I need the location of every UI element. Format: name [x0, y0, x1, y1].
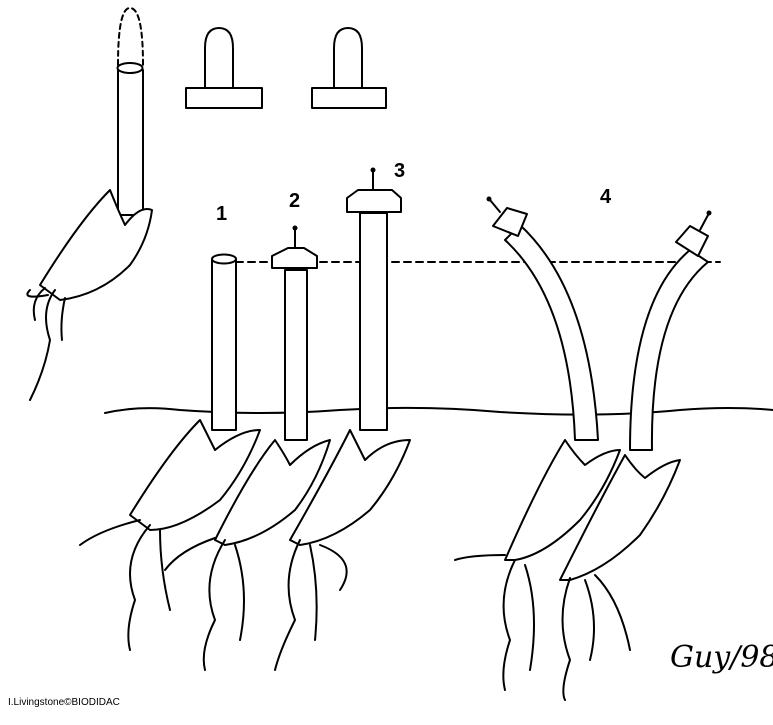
label-3: 3 — [394, 160, 406, 182]
artist-signature: Guy/98 — [670, 640, 773, 675]
seedling-2 — [164, 225, 331, 671]
seedling-1 — [79, 253, 261, 651]
credit-line: I.Livingstone©BIODIDAC — [8, 697, 120, 708]
seedling-3 — [274, 167, 411, 671]
soil-line — [104, 406, 773, 416]
label-4: 4 — [600, 186, 612, 208]
label-2: 2 — [289, 190, 301, 212]
label-1: 1 — [216, 203, 228, 225]
agar-block-with-tip-1 — [185, 27, 263, 109]
seedling-4-right — [559, 210, 712, 701]
intact-seedling — [26, 7, 153, 401]
seedling-4-left — [454, 196, 621, 691]
agar-block-with-tip-2 — [311, 27, 387, 109]
